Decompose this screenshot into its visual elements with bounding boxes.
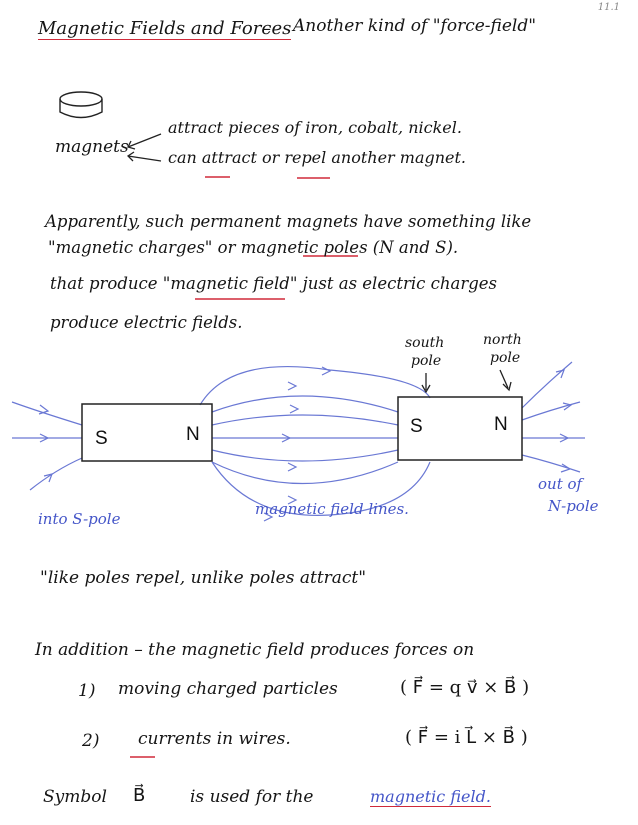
like-poles-statement: "like poles repel, unlike poles attract"	[40, 568, 367, 588]
symbol-prefix: Symbol	[43, 787, 107, 807]
symbol-b: B⃗	[133, 785, 146, 806]
magnet-arrows	[126, 133, 162, 162]
north-pole-label-2: pole	[490, 350, 521, 366]
field-lines-label: magnetic field lines.	[255, 500, 409, 518]
item-1-formula: ( F⃗ = q v⃗ × B⃗ )	[400, 677, 530, 698]
page-number: 11.1	[597, 2, 620, 13]
title-text: Magnetic Fields and Forces	[38, 18, 292, 40]
n-pole-label: N-pole	[548, 497, 599, 515]
item-2-num: 2)	[82, 731, 100, 751]
magnet-right-n: N	[494, 414, 508, 435]
south-pole-label-2: pole	[411, 353, 442, 369]
symbol-end: magnetic field.	[370, 787, 491, 807]
into-s-pole-label: into S-pole	[38, 510, 121, 528]
magnet-prop-2: can attract or repel another magnet.	[168, 148, 467, 167]
symbol-end-text: magnetic field.	[370, 787, 491, 807]
field-arrowheads	[38, 366, 573, 522]
in-addition-line: In addition – the magnetic field produce…	[35, 640, 475, 660]
item-1-num: 1)	[78, 681, 96, 701]
item-2-text: currents in wires.	[138, 729, 291, 749]
paragraph-line-2: "magnetic charges" or magnetic poles (N …	[48, 238, 459, 257]
symbol-mid: is used for the	[190, 787, 314, 807]
south-pole-label-1: south	[405, 335, 445, 351]
magnet-right-s: S	[410, 416, 423, 437]
item-2-formula: ( F⃗ = i L⃗ × B⃗ )	[405, 727, 528, 748]
field-lines	[11, 361, 585, 516]
paragraph-line-1: Apparently, such permanent magnets have …	[45, 212, 532, 231]
title-dash: –	[262, 18, 271, 39]
subtitle: Another kind of "force-field"	[293, 16, 537, 36]
magnet-prop-1: attract pieces of iron, cobalt, nickel.	[168, 118, 462, 137]
item-1-text: moving charged particles	[118, 679, 338, 699]
paragraph-line-3: that produce "magnetic field" just as el…	[50, 274, 498, 293]
magnet-right-box	[397, 396, 523, 461]
page-title: Magnetic Fields and Forces	[38, 18, 292, 40]
disc-magnet-icon	[59, 91, 103, 119]
out-of-label: out of	[538, 475, 583, 493]
paragraph-line-4: produce electric fields.	[50, 313, 243, 332]
magnet-left-s: S	[95, 428, 108, 449]
magnets-label: magnets	[55, 137, 129, 157]
north-pole-label-1: north	[483, 332, 522, 348]
pole-arrows	[421, 369, 512, 394]
magnet-left-box	[81, 403, 213, 462]
magnet-left-n: N	[186, 424, 200, 445]
